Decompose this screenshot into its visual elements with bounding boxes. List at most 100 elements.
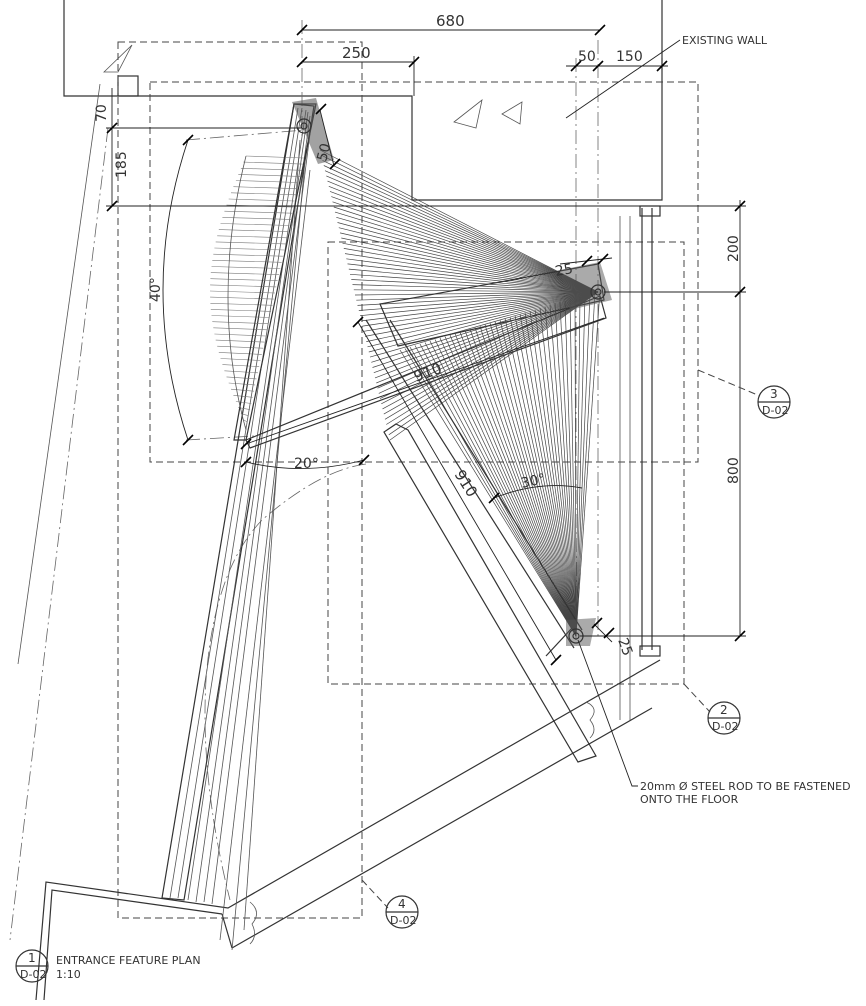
hatch-line [484,324,577,637]
dim-150: 150 [616,49,643,65]
hatch-line [342,242,599,293]
hatch-line [575,289,601,637]
dim-250: 250 [342,44,371,62]
hatch-line [346,258,599,293]
hatch-line [329,191,599,293]
hatch-line [504,318,577,637]
hatch-line [214,247,285,251]
floor-base [35,659,661,1001]
hatch-line [357,291,599,306]
hatch-line [509,316,577,637]
hatch-line [339,232,599,293]
hatch-line [228,382,256,386]
center-lines [9,20,599,941]
hatch-line [348,268,599,293]
hatch-line [319,149,599,293]
hatch-line [404,348,577,637]
hatch-line [409,346,577,637]
hatch-line [549,304,577,637]
hatch-line [366,291,599,342]
dim-50-pivot: 50 [314,142,334,163]
hatch-line [399,349,577,637]
steel-rod-note-line1: 20mm Ø STEEL ROD TO BE FASTENED [640,780,851,793]
hatch-line [210,296,274,300]
hatch-line [211,315,270,318]
section-boxes [117,41,699,919]
dim-50-top: 50 [578,49,596,65]
angle-40: 40° [148,277,164,302]
hatch-line [494,321,577,637]
hatch-line [361,291,599,322]
hatch-line [341,237,599,293]
hatch-line [539,307,577,637]
hatch-line [218,229,289,232]
hatch-line [575,291,596,637]
left-fan [209,103,317,441]
dim-70: 70 [94,104,110,122]
section-3-sheet: D-02 [762,404,788,417]
dim-25-bottom: 25 [614,636,635,658]
hatch-line [211,266,281,269]
hatch-line [228,198,295,202]
dim-800: 800 [726,457,742,484]
hatch-line [336,216,599,293]
hatch-line [419,343,577,637]
hatch-line [222,364,260,367]
hatch-line [454,333,577,637]
hatch-line [212,260,282,263]
hatch-line [575,292,591,637]
hatch-line [224,210,293,214]
bottom-pivot [566,618,596,646]
dimensions: 680 250 50 150 70 185 50 200 [94,12,746,666]
top-pivot [292,98,334,164]
section-2-sheet: D-02 [712,720,738,733]
hatch-line [474,327,577,637]
upright-slats [161,103,315,951]
hatch-line [479,325,577,637]
hatch-line [389,291,599,441]
hatch-line [569,298,577,637]
hatch-line [359,291,599,317]
hatch-line [575,295,581,637]
angle-20: 20° [294,456,319,472]
hatch-line [529,310,577,637]
hatch-line [343,248,599,293]
hatch-line [235,401,252,404]
hatch-line [213,327,268,331]
hatch-line [439,337,577,637]
hatch-line [238,174,301,177]
hatch-line [352,284,599,293]
hatch-line [332,201,599,293]
hatch-line [212,321,269,324]
hatch-line [429,340,577,637]
hatch-line [338,227,599,293]
section-3-number: 3 [770,387,778,401]
hatch-line [209,290,276,294]
hatch-line [337,222,599,293]
hatch-line [217,235,287,239]
hatch-line [362,291,599,327]
hatch-line [210,278,278,281]
title-sheet: D-02 [20,968,46,981]
hatch-line [322,160,599,293]
section-2-number: 2 [720,703,728,717]
dim-680: 680 [436,12,465,30]
dim-185: 185 [114,151,130,178]
existing-wall-label: EXISTING WALL [682,34,768,47]
hatch-line [213,253,283,257]
hatch-line [344,253,599,293]
hatch-line [215,241,286,245]
section-marker-3: 3 D-02 [697,369,791,419]
hatch-line [351,279,599,293]
hatch-line [364,291,599,337]
hatch-line [224,370,258,374]
hatch-line [524,312,577,637]
hatch-line [245,155,305,159]
hatch-line [368,291,599,353]
hatch-line [331,196,599,293]
hatch-line [381,291,599,405]
hatch-line [363,291,599,332]
hatch-line [459,331,577,637]
hatch-line [499,319,577,637]
angle-30: 30° [520,471,548,492]
